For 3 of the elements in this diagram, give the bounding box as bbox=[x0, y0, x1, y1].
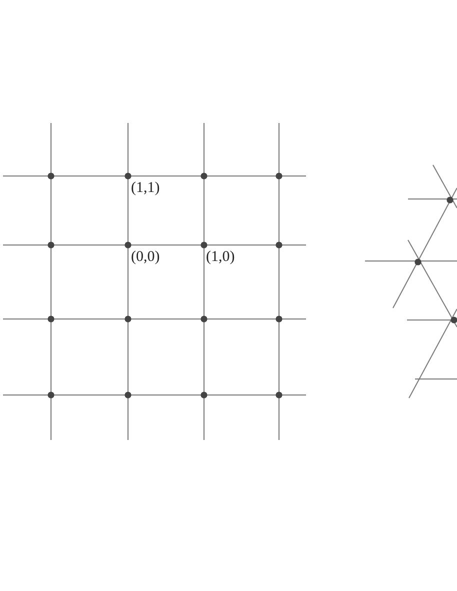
coordinate-label: (1,0) bbox=[206, 250, 235, 265]
coordinate-label: (0,0) bbox=[131, 250, 160, 265]
coordinate-label: (1,1) bbox=[131, 181, 160, 196]
